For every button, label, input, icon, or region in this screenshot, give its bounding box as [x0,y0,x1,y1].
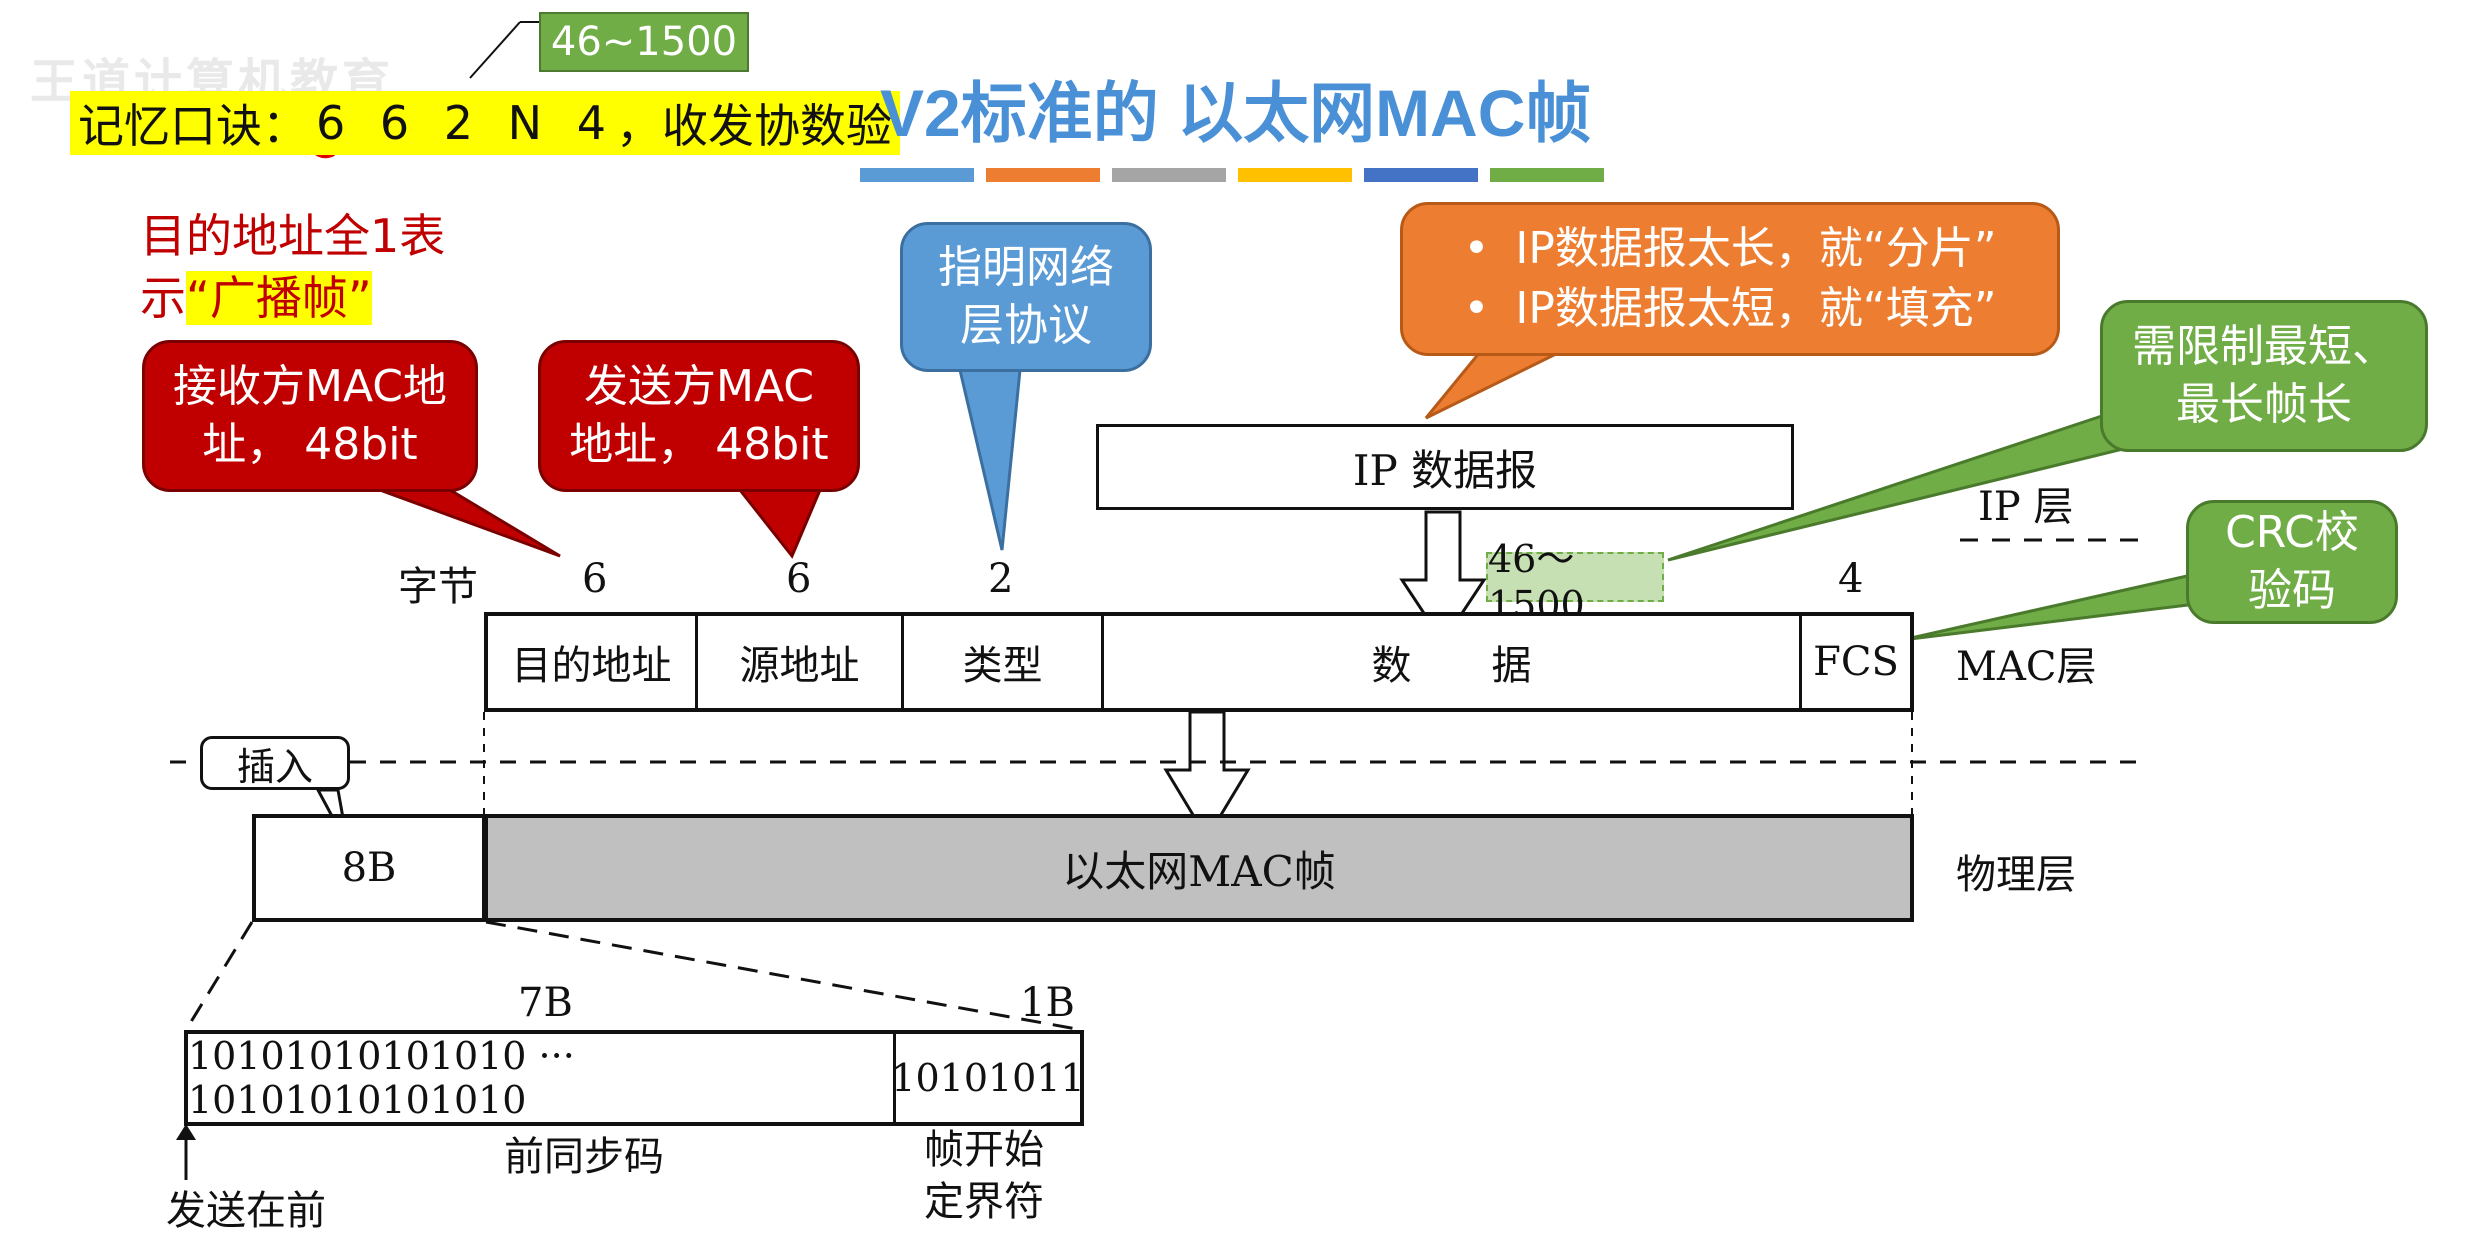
size-dest: 6 [582,556,608,602]
field-type: 类型 [904,616,1104,708]
ip-layer-label: IP 层 [1978,484,2074,530]
down-arrow-ip [1399,510,1487,645]
broadcast-note-line2: 示 [140,271,186,325]
mnemonic-code: 6 6 2 N 4 [316,96,616,150]
broadcast-highlight: “广播帧” [186,271,372,325]
ip-datagram-box: IP 数据报 [1096,424,1794,510]
preamble-name: 前同步码 [504,1134,664,1180]
sfd-name-line2: 定界符 [924,1179,1044,1225]
ip-length-bubble: IP数据报太长，就“分片” IP数据报太短，就“填充” [1400,202,2060,356]
range-badge: 46~1500 [539,12,749,72]
ip-padding-note: IP数据报太短，就“填充” [1463,279,1996,339]
title-bar-1 [860,168,974,182]
size-type: 2 [988,556,1014,602]
sfd-name-line1: 帧开始 [924,1127,1044,1173]
data-size-badge: 46～1500 [1486,537,1664,627]
title-bar-3 [1112,168,1226,182]
field-data: 数 据 [1104,616,1802,708]
frame-length-line2: 最长帧长 [2176,379,2352,430]
preamble-8b-box: 8B [252,814,486,922]
send-first-label: 发送在前 [166,1188,326,1234]
preamble-1b-label: 1B [1020,980,1075,1026]
bytes-label: 字节 [398,564,478,610]
preamble-bits-row: 10101010101010 ··· 10101010101010 101010… [184,1030,1085,1126]
sfd-name: 帧开始 定界符 [924,1124,1044,1228]
broadcast-note-line1: 目的地址全1表 [140,209,446,263]
page-title: V2标准的 以太网MAC帧 [880,76,1592,150]
title-bar-2 [986,168,1100,182]
mnemonic-tail: ，收发协数验 [615,99,892,153]
type-bubble-line2: 层协议 [960,300,1092,351]
field-src-address: 源地址 [698,616,904,708]
mnemonic-label: 记忆口诀： [78,99,308,153]
title-bar-4 [1238,168,1352,182]
badge-pointer-line [469,21,521,79]
type-bubble: 指明网络层协议 [900,222,1152,372]
src-mac-bubble-line2: 地址， 48bit [569,419,829,470]
src-mac-bubble: 发送方MAC 地址， 48bit [538,340,860,492]
preamble-7b-label: 7B [518,980,573,1026]
title-bar-5 [1364,168,1478,182]
type-bubble-tail [958,368,1022,551]
broadcast-note: 目的地址全1表 示“广播帧” [140,205,445,329]
crc-bubble: CRC校验码 [2186,500,2398,624]
type-bubble-line1: 指明网络 [938,242,1114,293]
preamble-bits: 10101010101010 ··· 10101010101010 [188,1034,896,1122]
ethernet-frame-box: 以太网MAC帧 [484,814,1914,922]
ip-bubble-tail [1424,350,1561,420]
mac-frame-fields: 目的地址 源地址 类型 数 据 FCS [484,612,1914,712]
size-fcs: 4 [1838,556,1864,602]
dest-mac-bubble: 接收方MAC地址， 48bit [142,340,478,492]
mnemonic: 记忆口诀： 6 6 2 N 4 ，收发协数验 [70,91,900,155]
physical-layer-label: 物理层 [1956,852,2076,898]
src-bubble-tail [736,488,823,559]
src-mac-bubble-line1: 发送方MAC [583,361,814,412]
crc-bubble-tail [1901,572,2198,642]
dest-mac-bubble-line2: 址， 48bit [202,419,418,470]
field-fcs: FCS [1813,639,1899,685]
down-arrow-mac [1163,710,1251,841]
crc-bubble-line1: CRC校 [2225,507,2359,558]
frame-length-line1: 需限制最短、 [2132,321,2396,372]
sfd-bits: 10101011 [891,1056,1085,1100]
size-src: 6 [786,556,812,602]
field-dest-address: 目的地址 [488,616,698,708]
dest-mac-bubble-line1: 接收方MAC地 [172,361,447,412]
crc-bubble-line2: 验码 [2247,565,2336,616]
dest-bubble-tail [379,488,561,558]
mac-layer-label: MAC层 [1956,644,2097,690]
ip-fragment-note: IP数据报太长，就“分片” [1463,219,1996,279]
frame-length-bubble: 需限制最短、最长帧长 [2100,300,2428,452]
title-bar-6 [1490,168,1604,182]
insert-tag: 插入 [200,736,350,790]
